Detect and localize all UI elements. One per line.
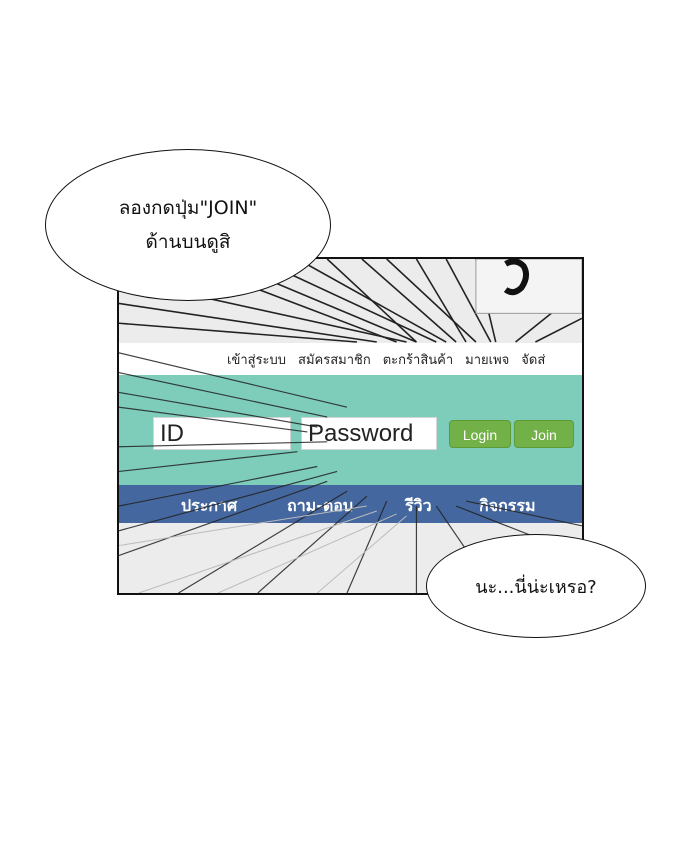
main-nav-bar: ประกาศ ถาม-ตอบ รีวิว กิจกรรม <box>119 485 582 523</box>
nav-link-cart[interactable]: ตะกร้าสินค้า <box>382 352 454 368</box>
nav-link-register[interactable]: สมัครสมาชิก <box>298 352 371 368</box>
nav-link-mypage[interactable]: มายเพจ <box>465 352 510 368</box>
main-nav-events[interactable]: กิจกรรม <box>479 496 536 515</box>
id-field[interactable]: ID <box>153 417 291 450</box>
speech-bubble-top-left: ลองกดปุ่ม"JOIN" ด้านบนดูสิ <box>45 149 331 301</box>
login-button[interactable]: Login <box>449 420 511 448</box>
password-field[interactable]: Password <box>301 417 437 450</box>
bubble-line-2: ด้านบนดูสิ <box>145 231 231 253</box>
top-nav-bar: เข้าสู่ระบบ สมัครสมาชิก ตะกร้าสินค้า มาย… <box>119 343 582 375</box>
bubble-line-1: ลองกดปุ่ม"JOIN" <box>118 197 258 219</box>
join-button[interactable]: Join <box>514 420 574 448</box>
main-nav-review[interactable]: รีวิว <box>405 496 432 515</box>
nav-link-login[interactable]: เข้าสู่ระบบ <box>227 352 287 368</box>
nav-link-delivery[interactable]: จัดส่ <box>521 352 546 368</box>
main-nav-qna[interactable]: ถาม-ตอบ <box>287 496 354 515</box>
speech-bubble-bottom-right: นะ...นี่น่ะเหรอ? <box>426 534 646 638</box>
main-nav-announcement[interactable]: ประกาศ <box>181 496 238 515</box>
bubble-text: นะ...นี่น่ะเหรอ? <box>475 576 597 598</box>
